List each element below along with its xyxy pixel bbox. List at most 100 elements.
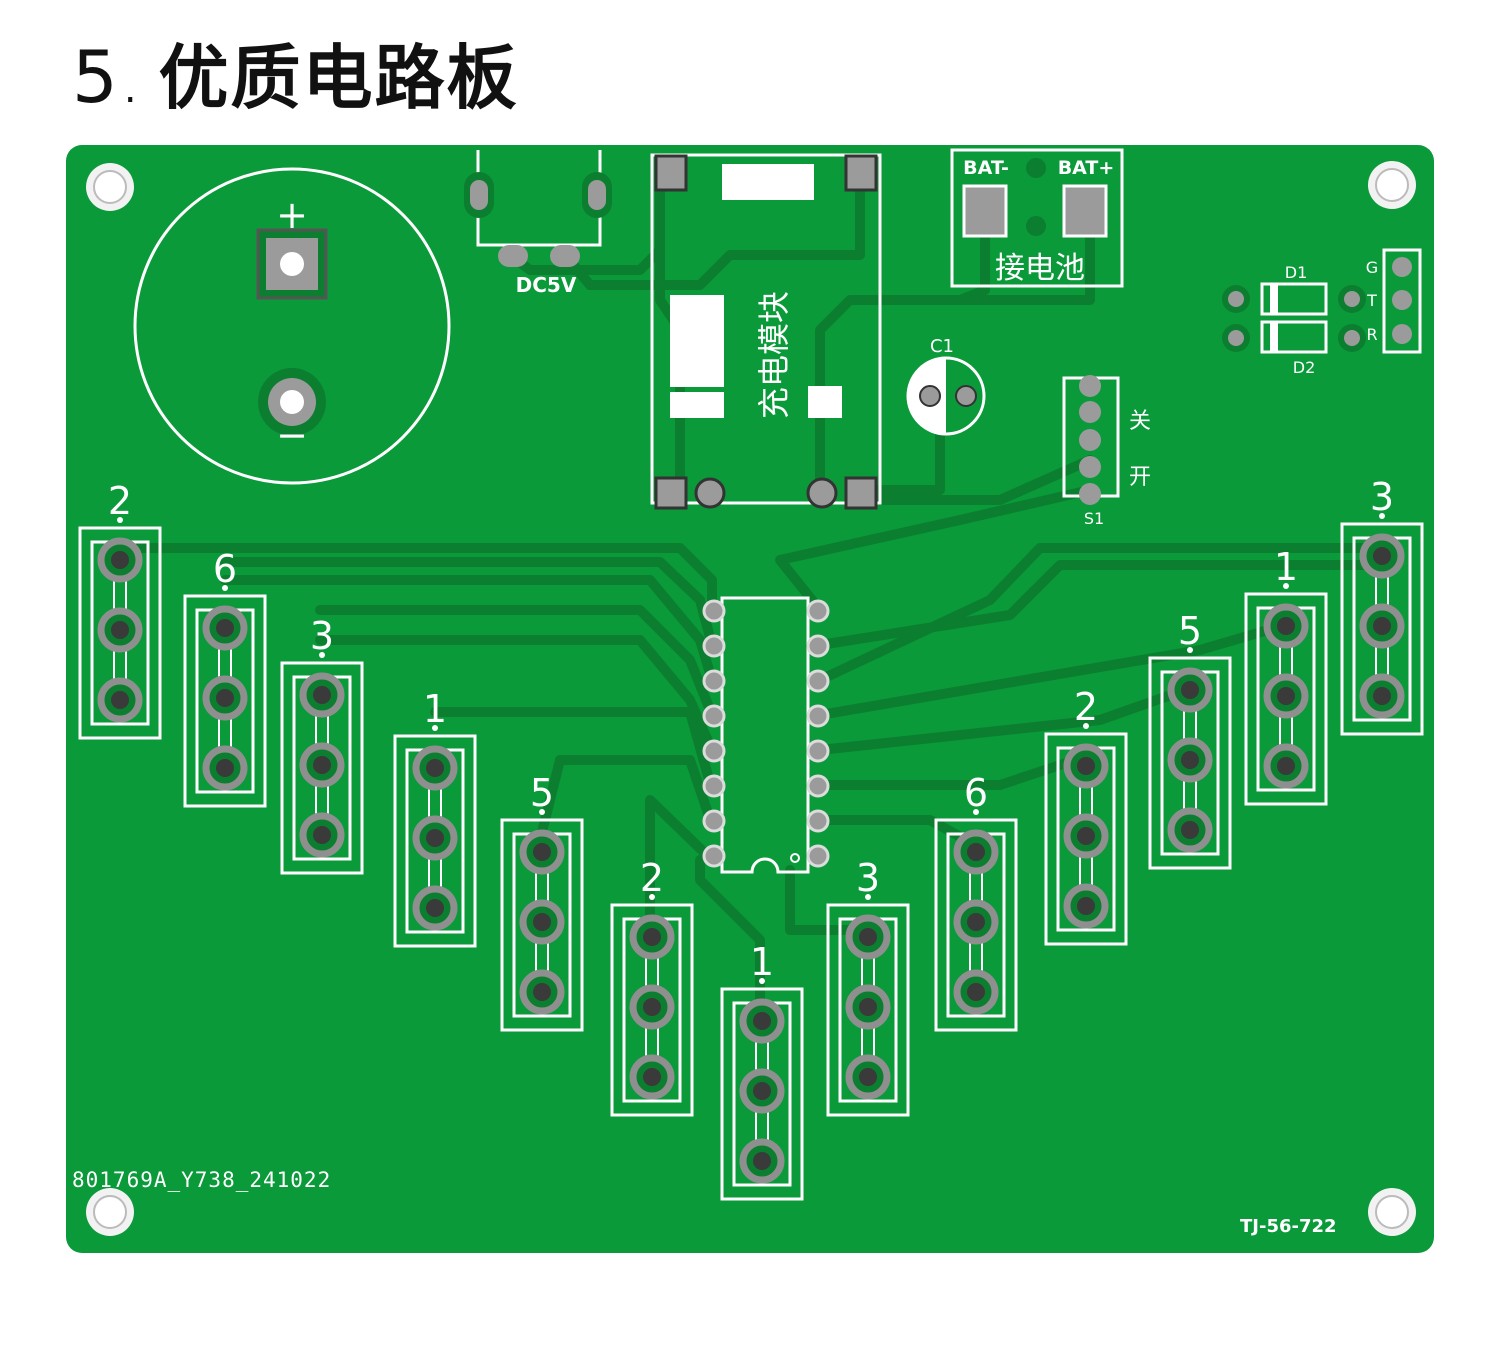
led-outline [720, 987, 804, 1201]
led-hole [643, 998, 661, 1016]
led-hole [216, 619, 234, 637]
led-hole [1373, 687, 1391, 705]
led-dot [759, 978, 765, 984]
led-outline [393, 734, 477, 948]
led-hole [753, 1082, 771, 1100]
battery-connector: BAT- BAT+ 接电池 [950, 148, 1124, 288]
led-number: 3 [310, 614, 334, 658]
led-hole [111, 691, 129, 709]
led-dot [1283, 583, 1289, 589]
led-hole [643, 1068, 661, 1086]
led-hole [967, 913, 985, 931]
led-footprint: 1 [720, 940, 804, 1201]
led-outline [78, 526, 162, 740]
led-footprint: 5 [500, 771, 584, 1032]
ic-socket [720, 596, 810, 874]
led-outline [280, 661, 364, 875]
section-separator: . [123, 66, 137, 112]
ic-pin [806, 739, 830, 763]
led-outline [610, 903, 694, 1117]
pin-t-label: T [1366, 291, 1377, 310]
led-number: 2 [108, 479, 132, 523]
led-hole [426, 829, 444, 847]
led-outline [826, 903, 910, 1117]
ic-pins [702, 599, 830, 868]
led-hole [111, 621, 129, 639]
led-number: 5 [1178, 609, 1202, 653]
board-code-label: 801769A_Y738_241022 [72, 1168, 331, 1192]
led-hole [216, 689, 234, 707]
led-hole [859, 928, 877, 946]
led-dot [1187, 647, 1193, 653]
led-dot [319, 652, 325, 658]
led-footprint: 5 [1148, 609, 1232, 870]
led-dot [117, 517, 123, 523]
led-hole [967, 983, 985, 1001]
battery-plus-label: + [276, 193, 308, 237]
c1-label: C1 [930, 336, 954, 357]
led-hole [1277, 617, 1295, 635]
led-dot [1379, 513, 1385, 519]
led-footprint: 3 [280, 614, 364, 875]
led-hole [313, 756, 331, 774]
led-footprint: 1 [1244, 545, 1328, 806]
led-number: 3 [856, 856, 880, 900]
led-number: 6 [964, 771, 988, 815]
led-dot [973, 809, 979, 815]
led-outline [1044, 732, 1128, 946]
d2-label: D2 [1293, 358, 1316, 377]
capacitor-c1: C1 [906, 336, 986, 436]
board-model-label: TJ-56-722 [1240, 1216, 1337, 1237]
ic-pin [806, 599, 830, 623]
led-hole [753, 1152, 771, 1170]
led-hole [1077, 757, 1095, 775]
led-outline [183, 594, 267, 808]
led-number: 6 [213, 547, 237, 591]
led-hole [111, 551, 129, 569]
led-hole [859, 998, 877, 1016]
ic-pin [702, 704, 726, 728]
bat-minus-label: BAT- [963, 157, 1009, 179]
ic-pin [806, 669, 830, 693]
ic-pin [702, 844, 726, 868]
led-hole [533, 843, 551, 861]
section-heading: 5 . 优质电路板 [72, 22, 519, 119]
led-number: 1 [750, 940, 774, 984]
led-outline [1244, 592, 1328, 806]
led-footprint: 2 [610, 856, 694, 1117]
ic-pin [806, 634, 830, 658]
section-title: 优质电路板 [158, 37, 519, 119]
led-number: 2 [640, 856, 664, 900]
led-hole [643, 928, 661, 946]
charge-module: 充电模块 [650, 153, 882, 510]
led-dot [539, 809, 545, 815]
s1-label: S1 [1084, 509, 1104, 528]
battery-minus-label: − [276, 413, 308, 457]
led-footprint: 1 [393, 687, 477, 948]
ic-pin [702, 599, 726, 623]
pin-r-label: R [1366, 325, 1377, 344]
switch-s1: 关 开 S1 [1062, 375, 1151, 528]
led-dot [432, 725, 438, 731]
led-footprint: 2 [78, 479, 162, 740]
led-hole [533, 983, 551, 1001]
led-hole [1181, 821, 1199, 839]
led-outline [1148, 656, 1232, 870]
led-hole [1373, 547, 1391, 565]
led-outline [500, 818, 584, 1032]
led-outline [1340, 522, 1424, 736]
ic-pin [702, 774, 726, 798]
led-number: 1 [1274, 545, 1298, 589]
battery-connect-label: 接电池 [995, 251, 1085, 286]
led-footprint: 6 [934, 771, 1018, 1032]
ic-pin [806, 774, 830, 798]
ic-pin [806, 704, 830, 728]
led-number: 2 [1074, 685, 1098, 729]
led-number: 3 [1370, 475, 1394, 519]
bat-plus-label: BAT+ [1058, 157, 1115, 179]
section-number: 5 [72, 35, 118, 119]
ic-pin [806, 809, 830, 833]
ic-pin [702, 809, 726, 833]
ic-pin [806, 844, 830, 868]
